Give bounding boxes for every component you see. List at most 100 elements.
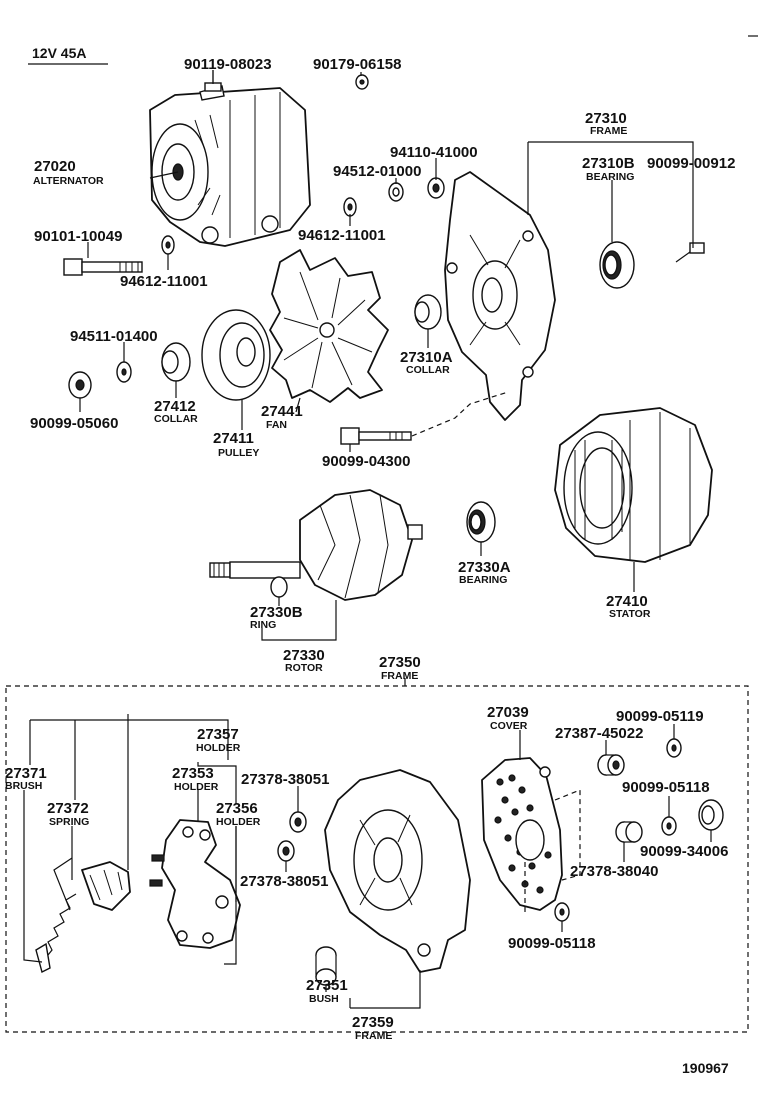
cap-90099-34006[interactable] <box>698 799 724 831</box>
insulator-27378-38051-a[interactable] <box>289 811 307 833</box>
rear-frame-27359[interactable] <box>324 769 471 973</box>
label-27310B: 27310B <box>582 155 635 172</box>
nut-90099-05118-a[interactable] <box>661 816 677 836</box>
label-27351: 27351 <box>306 977 348 994</box>
label-27020: 27020 <box>34 158 76 175</box>
label-27330B: 27330B <box>250 604 303 621</box>
label-90119-08023: 90119-08023 <box>184 56 272 73</box>
spring-27372[interactable] <box>35 893 77 974</box>
screw-90099-00912[interactable] <box>675 242 705 263</box>
label-27310A-name: COLLAR <box>406 364 450 376</box>
nut-90099-05060[interactable] <box>68 371 92 399</box>
label-27356: 27356 <box>216 800 258 817</box>
washer-94612-11001-b[interactable] <box>161 235 175 255</box>
label-27351-name: BUSH <box>309 993 339 1005</box>
diagram-code: 190967 <box>682 1060 729 1076</box>
label-27310A: 27310A <box>400 349 453 366</box>
bolt-90099-04300[interactable] <box>340 427 412 445</box>
nut-94110-41000[interactable] <box>427 177 445 199</box>
label-27412-name: COLLAR <box>154 413 198 425</box>
label-27330: 27330 <box>283 647 325 664</box>
collar-27310A[interactable] <box>414 294 442 330</box>
label-90179-06158: 90179-06158 <box>313 56 401 73</box>
label-27020-name: ALTERNATOR <box>33 175 104 187</box>
label-27359: 27359 <box>352 1014 394 1031</box>
fan-27441[interactable] <box>269 249 389 403</box>
label-27387-45022: 27387-45022 <box>555 725 643 742</box>
label-94512-01000: 94512-01000 <box>333 163 421 180</box>
label-27412: 27412 <box>154 398 196 415</box>
nut-90099-05119[interactable] <box>666 738 682 758</box>
label-90099-05119: 90099-05119 <box>616 708 704 725</box>
label-90099-04300: 90099-04300 <box>322 453 410 470</box>
label-27359-name: FRAME <box>355 1030 392 1042</box>
label-27357: 27357 <box>197 726 239 743</box>
label-27371-name: BRUSH <box>5 780 42 792</box>
cover-27039[interactable] <box>481 757 563 911</box>
washer-94512-01000[interactable] <box>388 182 404 202</box>
label-94612-11001-a: 94612-11001 <box>298 227 386 244</box>
brush-wire <box>53 857 73 911</box>
label-27357-name: HOLDER <box>196 742 241 754</box>
label-90099-05118-b: 90099-05118 <box>508 935 596 952</box>
label-27372: 27372 <box>47 800 89 817</box>
label-94110-41000: 94110-41000 <box>390 144 478 161</box>
bearing-27310B[interactable] <box>599 241 635 289</box>
bolt-90101-10049[interactable] <box>63 258 143 276</box>
label-27441-name: FAN <box>266 419 287 431</box>
collar-27412[interactable] <box>161 342 191 382</box>
washer-94511-01400[interactable] <box>116 361 132 383</box>
label-27310-name: FRAME <box>590 125 627 137</box>
nut-90179-06158[interactable] <box>355 74 369 90</box>
label-27411-name: PULLEY <box>218 447 259 459</box>
label-90101-10049: 90101-10049 <box>34 228 122 245</box>
brush-holder-27353[interactable] <box>149 819 241 949</box>
leader-lines <box>23 70 712 1009</box>
label-27350: 27350 <box>379 654 421 671</box>
label-27330A-name: BEARING <box>459 574 507 586</box>
front-frame-27310[interactable] <box>444 171 556 421</box>
label-27330-name: ROTOR <box>285 662 323 674</box>
bearing-27330A[interactable] <box>466 501 496 543</box>
label-27353: 27353 <box>172 765 214 782</box>
label-27310: 27310 <box>585 110 627 127</box>
label-27371: 27371 <box>5 765 47 782</box>
label-94612-11001-b: 94612-11001 <box>120 273 208 290</box>
label-90099-00912: 90099-00912 <box>647 155 735 172</box>
label-94511-01400: 94511-01400 <box>70 328 158 345</box>
pulley-27411[interactable] <box>201 309 271 401</box>
callout-labels: 90119-08023 90179-06158 27310 FRAME 9411… <box>5 56 735 1042</box>
rotor-27330[interactable] <box>209 489 423 601</box>
label-27330B-name: RING <box>250 619 276 631</box>
label-90099-05060: 90099-05060 <box>30 415 118 432</box>
label-27410-name: STATOR <box>609 608 651 620</box>
label-27378-38051-a: 27378-38051 <box>241 771 329 788</box>
label-90099-34006: 90099-34006 <box>640 843 728 860</box>
label-27410: 27410 <box>606 593 648 610</box>
label-27310B-name: BEARING <box>586 171 634 183</box>
rear-frame-group-box <box>5 685 749 1033</box>
label-27372-name: SPRING <box>49 816 89 828</box>
bolt-leader-dashed <box>411 391 509 437</box>
ring-27330B[interactable] <box>270 576 288 598</box>
terminal-27387-45022[interactable] <box>597 754 625 776</box>
insulator-27378-38051-b[interactable] <box>277 840 295 862</box>
label-27441: 27441 <box>261 403 303 420</box>
label-90099-05118-a: 90099-05118 <box>622 779 710 796</box>
label-27330A: 27330A <box>458 559 511 576</box>
label-27353-name: HOLDER <box>174 781 219 793</box>
brush-27371[interactable] <box>81 861 131 911</box>
label-27378-38040: 27378-38040 <box>570 863 658 880</box>
label-27350-name: FRAME <box>381 670 418 682</box>
alternator-assembly[interactable] <box>149 85 311 247</box>
label-27411: 27411 <box>213 430 254 447</box>
nut-90099-05118-b[interactable] <box>554 902 570 922</box>
insulator-27378-38040[interactable] <box>615 821 643 843</box>
cover-leader-dashed <box>524 789 581 912</box>
label-27039-name: COVER <box>490 720 528 732</box>
washer-94612-11001-a[interactable] <box>343 197 357 217</box>
label-27039: 27039 <box>487 704 529 721</box>
stator-27410[interactable] <box>554 407 713 563</box>
spec-label: 12V 45A <box>32 45 86 61</box>
